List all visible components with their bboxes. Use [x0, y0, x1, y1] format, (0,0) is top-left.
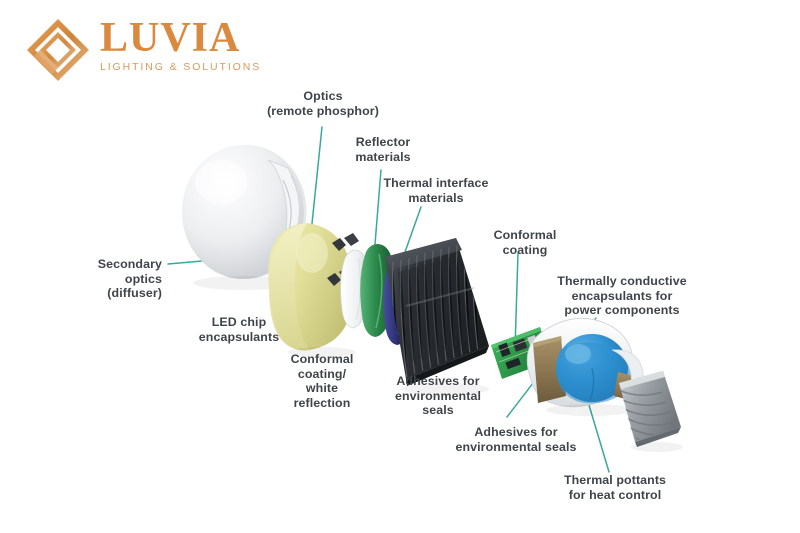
label-led-chip-encapsulants: LED chip encapsulants	[198, 315, 280, 344]
remote-phosphor-dome	[268, 223, 357, 357]
label-thermal-pottants-heat-control: Thermal pottants for heat control	[563, 473, 667, 502]
brand-logo-text: LUVIA LIGHTING & SOLUTIONS	[100, 16, 260, 74]
label-reflector-materials: Reflector materials	[355, 135, 411, 164]
label-conformal-coating: Conformal coating	[493, 228, 557, 257]
label-secondary-optics-diffuser: Secondary optics (diffuser)	[97, 257, 162, 301]
brand-logo[interactable]: LUVIA LIGHTING & SOLUTIONS	[18, 8, 260, 86]
brand-tagline: LIGHTING & SOLUTIONS	[100, 61, 262, 73]
label-conformal-coating-white-reflection: Conformal coating/ white reflection	[290, 352, 354, 410]
brand-wordmark: LUVIA	[100, 15, 241, 61]
label-thermally-conductive-encapsulants: Thermally conductive encapsulants for po…	[557, 274, 687, 318]
label-adhesives-environmental-seals-left: Adhesives for environmental seals	[395, 374, 481, 418]
label-thermal-interface-materials: Thermal interface materials	[383, 176, 489, 205]
label-optics-remote-phosphor: Optics (remote phosphor)	[267, 89, 379, 118]
label-adhesives-environmental-seals-right: Adhesives for environmental seals	[455, 425, 577, 454]
driver-potting-housing	[526, 317, 648, 416]
finned-heatsink	[385, 238, 489, 395]
luvia-diamond-logo-icon	[24, 16, 92, 84]
